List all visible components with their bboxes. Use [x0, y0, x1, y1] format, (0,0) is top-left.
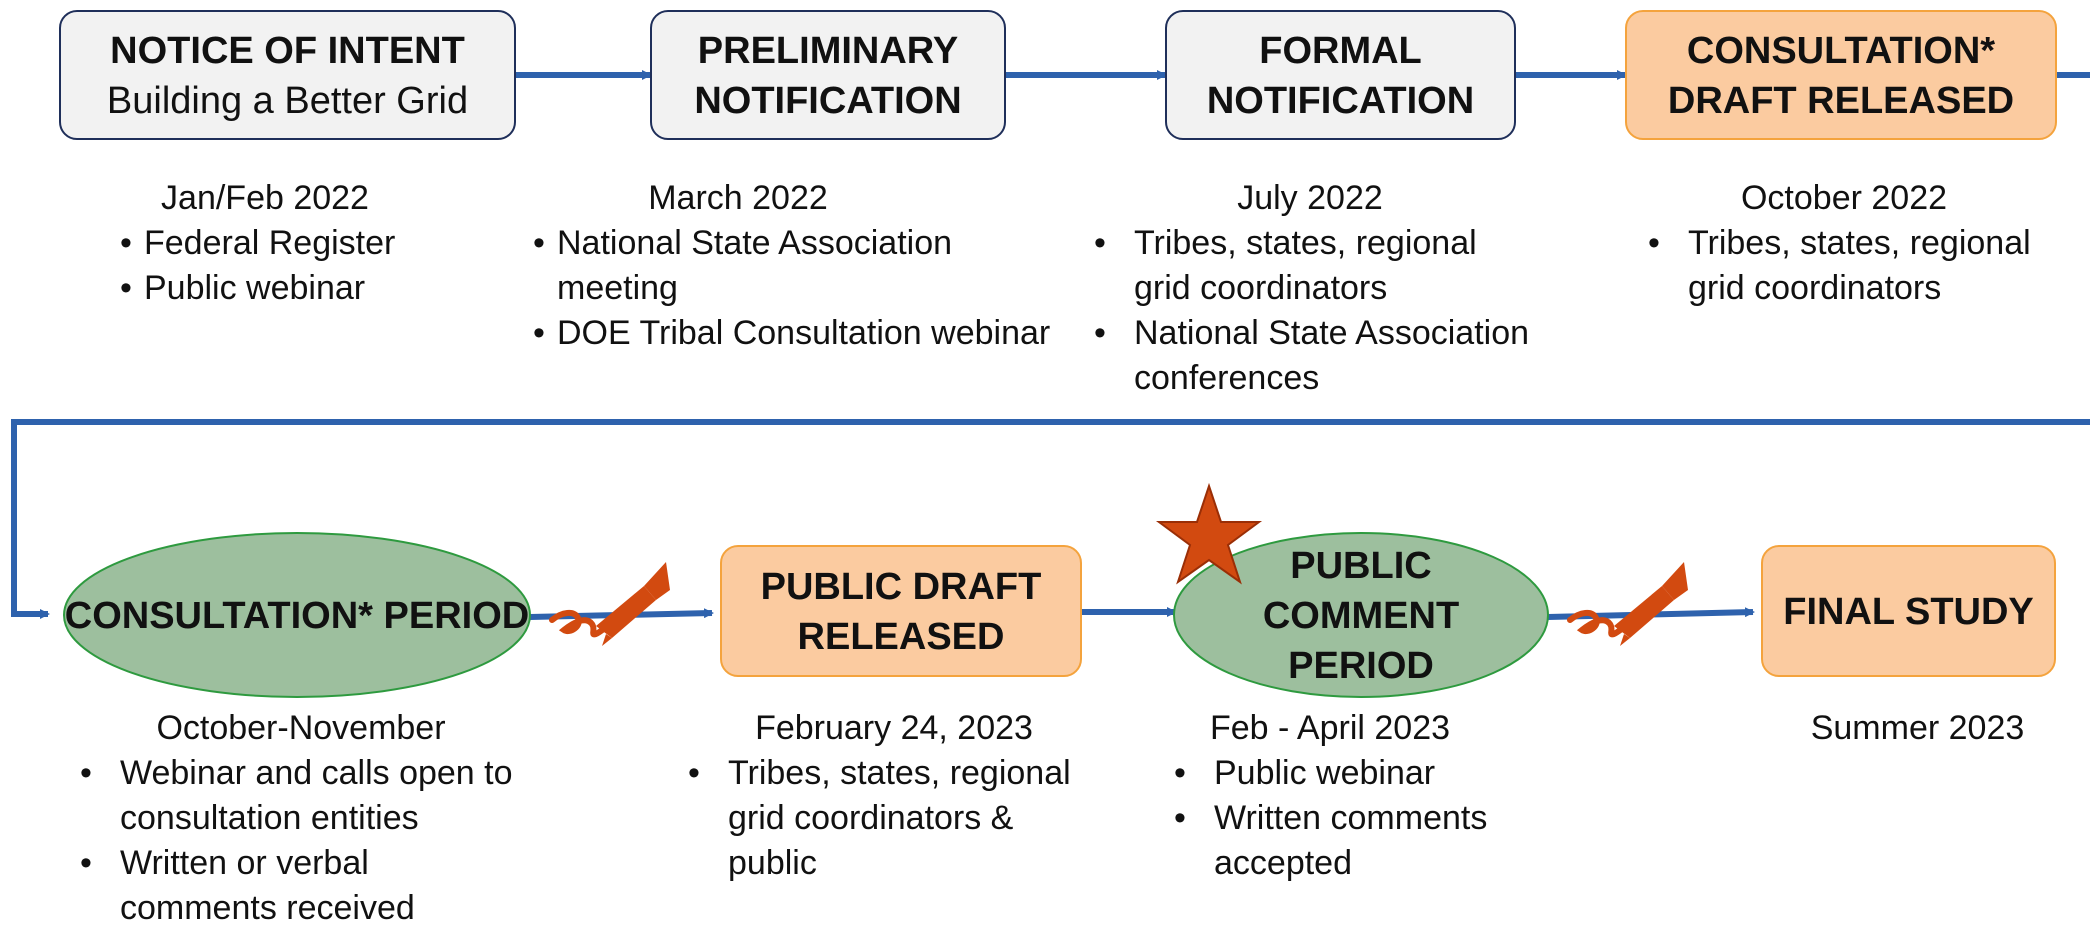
bullet-list: Tribes, states, regional grid coordinato… [1634, 221, 2054, 311]
bullet-item: Federal Register [120, 221, 410, 266]
bullet-item: National State Association meeting [533, 221, 1053, 311]
info-final-study: Summer 2023 [1761, 706, 2056, 751]
step-title: PUBLIC COMMENT PERIOD [1262, 545, 1460, 687]
bullet-list: National State Association meeting DOE T… [533, 221, 1053, 356]
bullet-item: Written or verbal comments received [66, 841, 526, 931]
step-public-comment-period: PUBLIC COMMENT PERIOD [1204, 533, 1518, 697]
bullet-item: Tribes, states, regional grid coordinato… [674, 751, 1094, 886]
bullet-list: Tribes, states, regional grid coordinato… [1080, 221, 1540, 401]
bullet-item: DOE Tribal Consultation webinar [533, 311, 1053, 356]
bullet-item: National State Association conferences [1080, 311, 1540, 401]
bullet-list: Webinar and calls open to consultation e… [66, 751, 526, 931]
step-date: February 24, 2023 [755, 709, 1033, 747]
step-subtitle: Building a Better Grid [106, 80, 469, 122]
bullet-item: Tribes, states, regional grid coordinato… [1634, 221, 2054, 311]
info-public-comment-period: Feb - April 2023 Public webinar Written … [1160, 706, 1580, 886]
bullet-item: Written comments accepted [1160, 796, 1580, 886]
step-title: PUBLIC DRAFT RELEASED [760, 566, 1042, 658]
info-consultation-draft-released: October 2022 Tribes, states, regional gr… [1634, 176, 2054, 311]
step-date: Summer 2023 [1810, 709, 2025, 747]
step-title: PRELIMINARY NOTIFICATION [694, 30, 962, 122]
consult-period-oval-shape [63, 532, 531, 698]
info-preliminary-notification: March 2022 National State Association me… [533, 176, 1053, 356]
step-consultation-draft-released: CONSULTATION* DRAFT RELEASED [1625, 10, 2057, 140]
public-comment-oval-shape [1173, 532, 1549, 698]
star-icon [1155, 482, 1263, 585]
step-public-draft-released: PUBLIC DRAFT RELEASED [720, 545, 1082, 677]
bullet-item: Public webinar [120, 266, 410, 311]
step-title: FINAL STUDY [1783, 591, 2034, 633]
step-date: Feb - April 2023 [1209, 709, 1451, 747]
fountain-pen-signature-icon [1567, 562, 1688, 646]
step-date: July 2022 [1237, 179, 1383, 217]
step-notice-of-intent: NOTICE OF INTENT Building a Better Grid [59, 10, 516, 140]
step-date: March 2022 [648, 179, 828, 217]
step-formal-notification: FORMAL NOTIFICATION [1165, 10, 1516, 140]
step-preliminary-notification: PRELIMINARY NOTIFICATION [650, 10, 1006, 140]
bullet-list: Tribes, states, regional grid coordinato… [674, 751, 1094, 886]
step-date: October-November [156, 709, 446, 747]
info-consultation-period: October-November Webinar and calls open … [66, 706, 526, 931]
step-title: NOTICE OF INTENT [110, 30, 465, 72]
step-title: FORMAL NOTIFICATION [1206, 30, 1475, 122]
step-title: CONSULTATION* PERIOD [64, 595, 530, 637]
fountain-pen-signature-icon [549, 562, 670, 646]
info-public-draft-released: February 24, 2023 Tribes, states, region… [674, 706, 1094, 886]
step-date: Jan/Feb 2022 [161, 179, 369, 217]
return-connector [11, 419, 2090, 619]
step-consultation-period: CONSULTATION* PERIOD [64, 533, 530, 697]
step-title: CONSULTATION* DRAFT RELEASED [1667, 30, 2015, 122]
bullet-item: Public webinar [1160, 751, 1580, 796]
bullet-item: Tribes, states, regional grid coordinato… [1080, 221, 1540, 311]
step-date: October 2022 [1740, 179, 1948, 217]
step-final-study: FINAL STUDY [1761, 545, 2056, 677]
info-notice-of-intent: Jan/Feb 2022 Federal Register Public web… [120, 176, 410, 311]
info-formal-notification: July 2022 Tribes, states, regional grid … [1080, 176, 1540, 401]
bullet-list: Federal Register Public webinar [120, 221, 410, 311]
bullet-item: Webinar and calls open to consultation e… [66, 751, 526, 841]
bullet-list: Public webinar Written comments accepted [1160, 751, 1580, 886]
